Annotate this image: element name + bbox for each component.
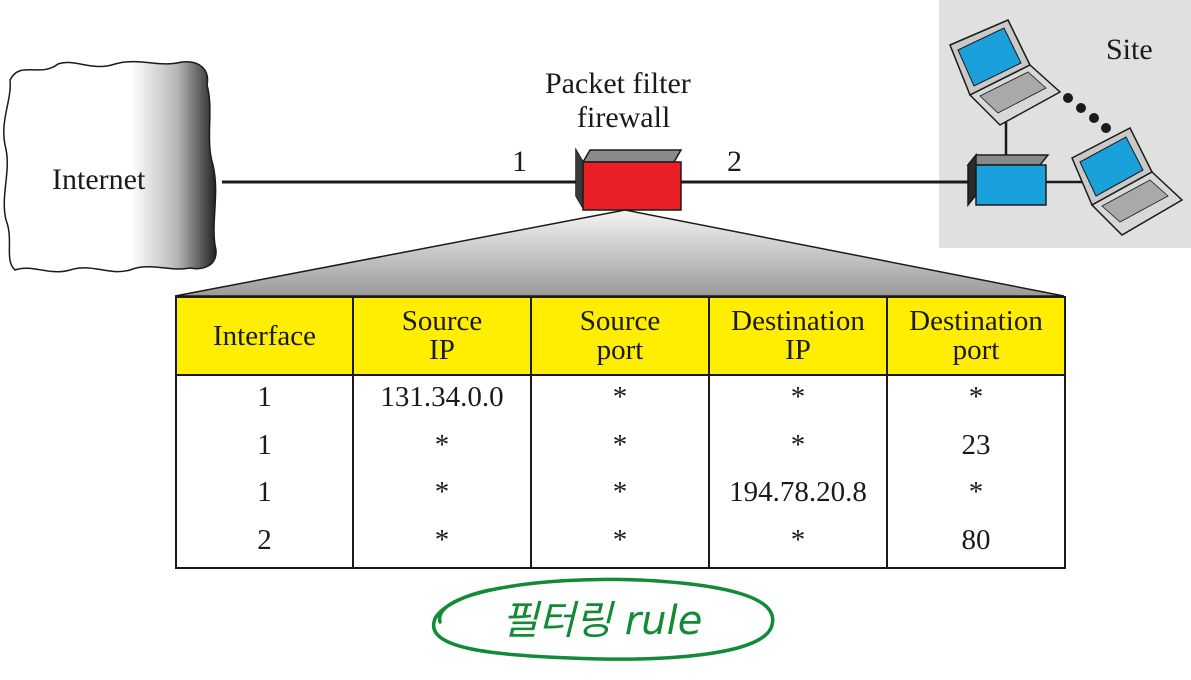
header-text: IP — [429, 334, 455, 366]
table-cell: * — [709, 519, 887, 568]
interface-2-label: 2 — [727, 146, 742, 178]
rule-2-source-ip: * — [354, 424, 530, 467]
rule-4-source-ip: * — [354, 519, 530, 562]
rule-2-destination-ip: * — [710, 424, 886, 467]
rule-4-destination-port: 80 — [888, 519, 1064, 562]
header-text: Destination — [909, 305, 1043, 337]
table-cell: * — [887, 375, 1065, 424]
rule-4-interface: 2 — [177, 519, 352, 562]
rule-1-interface: 1 — [177, 376, 352, 419]
firewall-expansion-fan — [175, 210, 1064, 296]
table-cell: * — [531, 519, 709, 568]
table-cell: 1 — [176, 424, 353, 472]
header-text: port — [953, 334, 1000, 366]
table-cell: 1 — [176, 471, 353, 519]
header-text: IP — [785, 334, 811, 366]
table-cell: * — [709, 375, 887, 424]
rule-3-source-ip: * — [354, 471, 530, 514]
table-row: 1 131.34.0.0 * * * — [176, 375, 1065, 424]
header-text: Source — [402, 305, 483, 337]
firewall-box — [576, 150, 681, 210]
header-text: port — [597, 334, 644, 366]
rule-3-interface: 1 — [177, 471, 352, 514]
firewall-label-line1: Packet filter — [545, 68, 691, 100]
filtering-rules-table: Interface Source IP Source port Destinat… — [175, 296, 1066, 569]
rule-3-destination-port: * — [888, 471, 1064, 514]
table-cell: * — [709, 424, 887, 472]
table-row: 1 * * * 23 — [176, 424, 1065, 472]
rule-4-destination-ip: * — [710, 519, 886, 562]
rule-4-source-port: * — [532, 519, 708, 562]
header-destination-port: Destination port — [887, 297, 1065, 375]
rule-1-destination-port: * — [888, 376, 1064, 419]
rule-3-destination-ip: 194.78.20.8 — [710, 471, 886, 514]
header-text: Interface — [213, 320, 316, 352]
internet-label: Internet — [52, 164, 145, 196]
header-text: Destination — [731, 305, 865, 337]
table-cell: * — [887, 471, 1065, 519]
rule-2-source-port: * — [532, 424, 708, 467]
table-header-row: Interface Source IP Source port Destinat… — [176, 297, 1065, 375]
annotation-text: 필터링 rule — [502, 598, 703, 644]
header-destination-ip: Destination IP — [709, 297, 887, 375]
table-cell: 23 — [887, 424, 1065, 472]
table-cell: * — [531, 375, 709, 424]
header-text: Source — [580, 305, 661, 337]
table-cell: * — [353, 471, 531, 519]
table-cell: * — [353, 424, 531, 472]
rule-2-interface: 1 — [177, 424, 352, 467]
rule-1-destination-ip: * — [710, 376, 886, 419]
rule-3-source-port: * — [532, 471, 708, 514]
rule-2-destination-port: 23 — [888, 424, 1064, 467]
table-cell: * — [353, 519, 531, 568]
header-interface: Interface — [176, 297, 353, 375]
table-cell: 2 — [176, 519, 353, 568]
handwritten-annotation: 필터링 rule — [420, 570, 790, 670]
header-source-port: Source port — [531, 297, 709, 375]
table-cell: 194.78.20.8 — [709, 471, 887, 519]
rule-1-source-port: * — [532, 376, 708, 419]
table-cell: 131.34.0.0 — [353, 375, 531, 424]
table-cell: 80 — [887, 519, 1065, 568]
firewall-label-line2: firewall — [577, 102, 670, 134]
switch-box — [968, 155, 1048, 205]
table-cell: * — [531, 471, 709, 519]
table-cell: * — [531, 424, 709, 472]
table-cell: 1 — [176, 375, 353, 424]
interface-1-label: 1 — [512, 146, 527, 178]
header-source-ip: Source IP — [353, 297, 531, 375]
site-label: Site — [1106, 34, 1153, 66]
table-row: 1 * * 194.78.20.8 * — [176, 471, 1065, 519]
table-row: 2 * * * 80 — [176, 519, 1065, 568]
rule-1-source-ip: 131.34.0.0 — [354, 376, 530, 419]
